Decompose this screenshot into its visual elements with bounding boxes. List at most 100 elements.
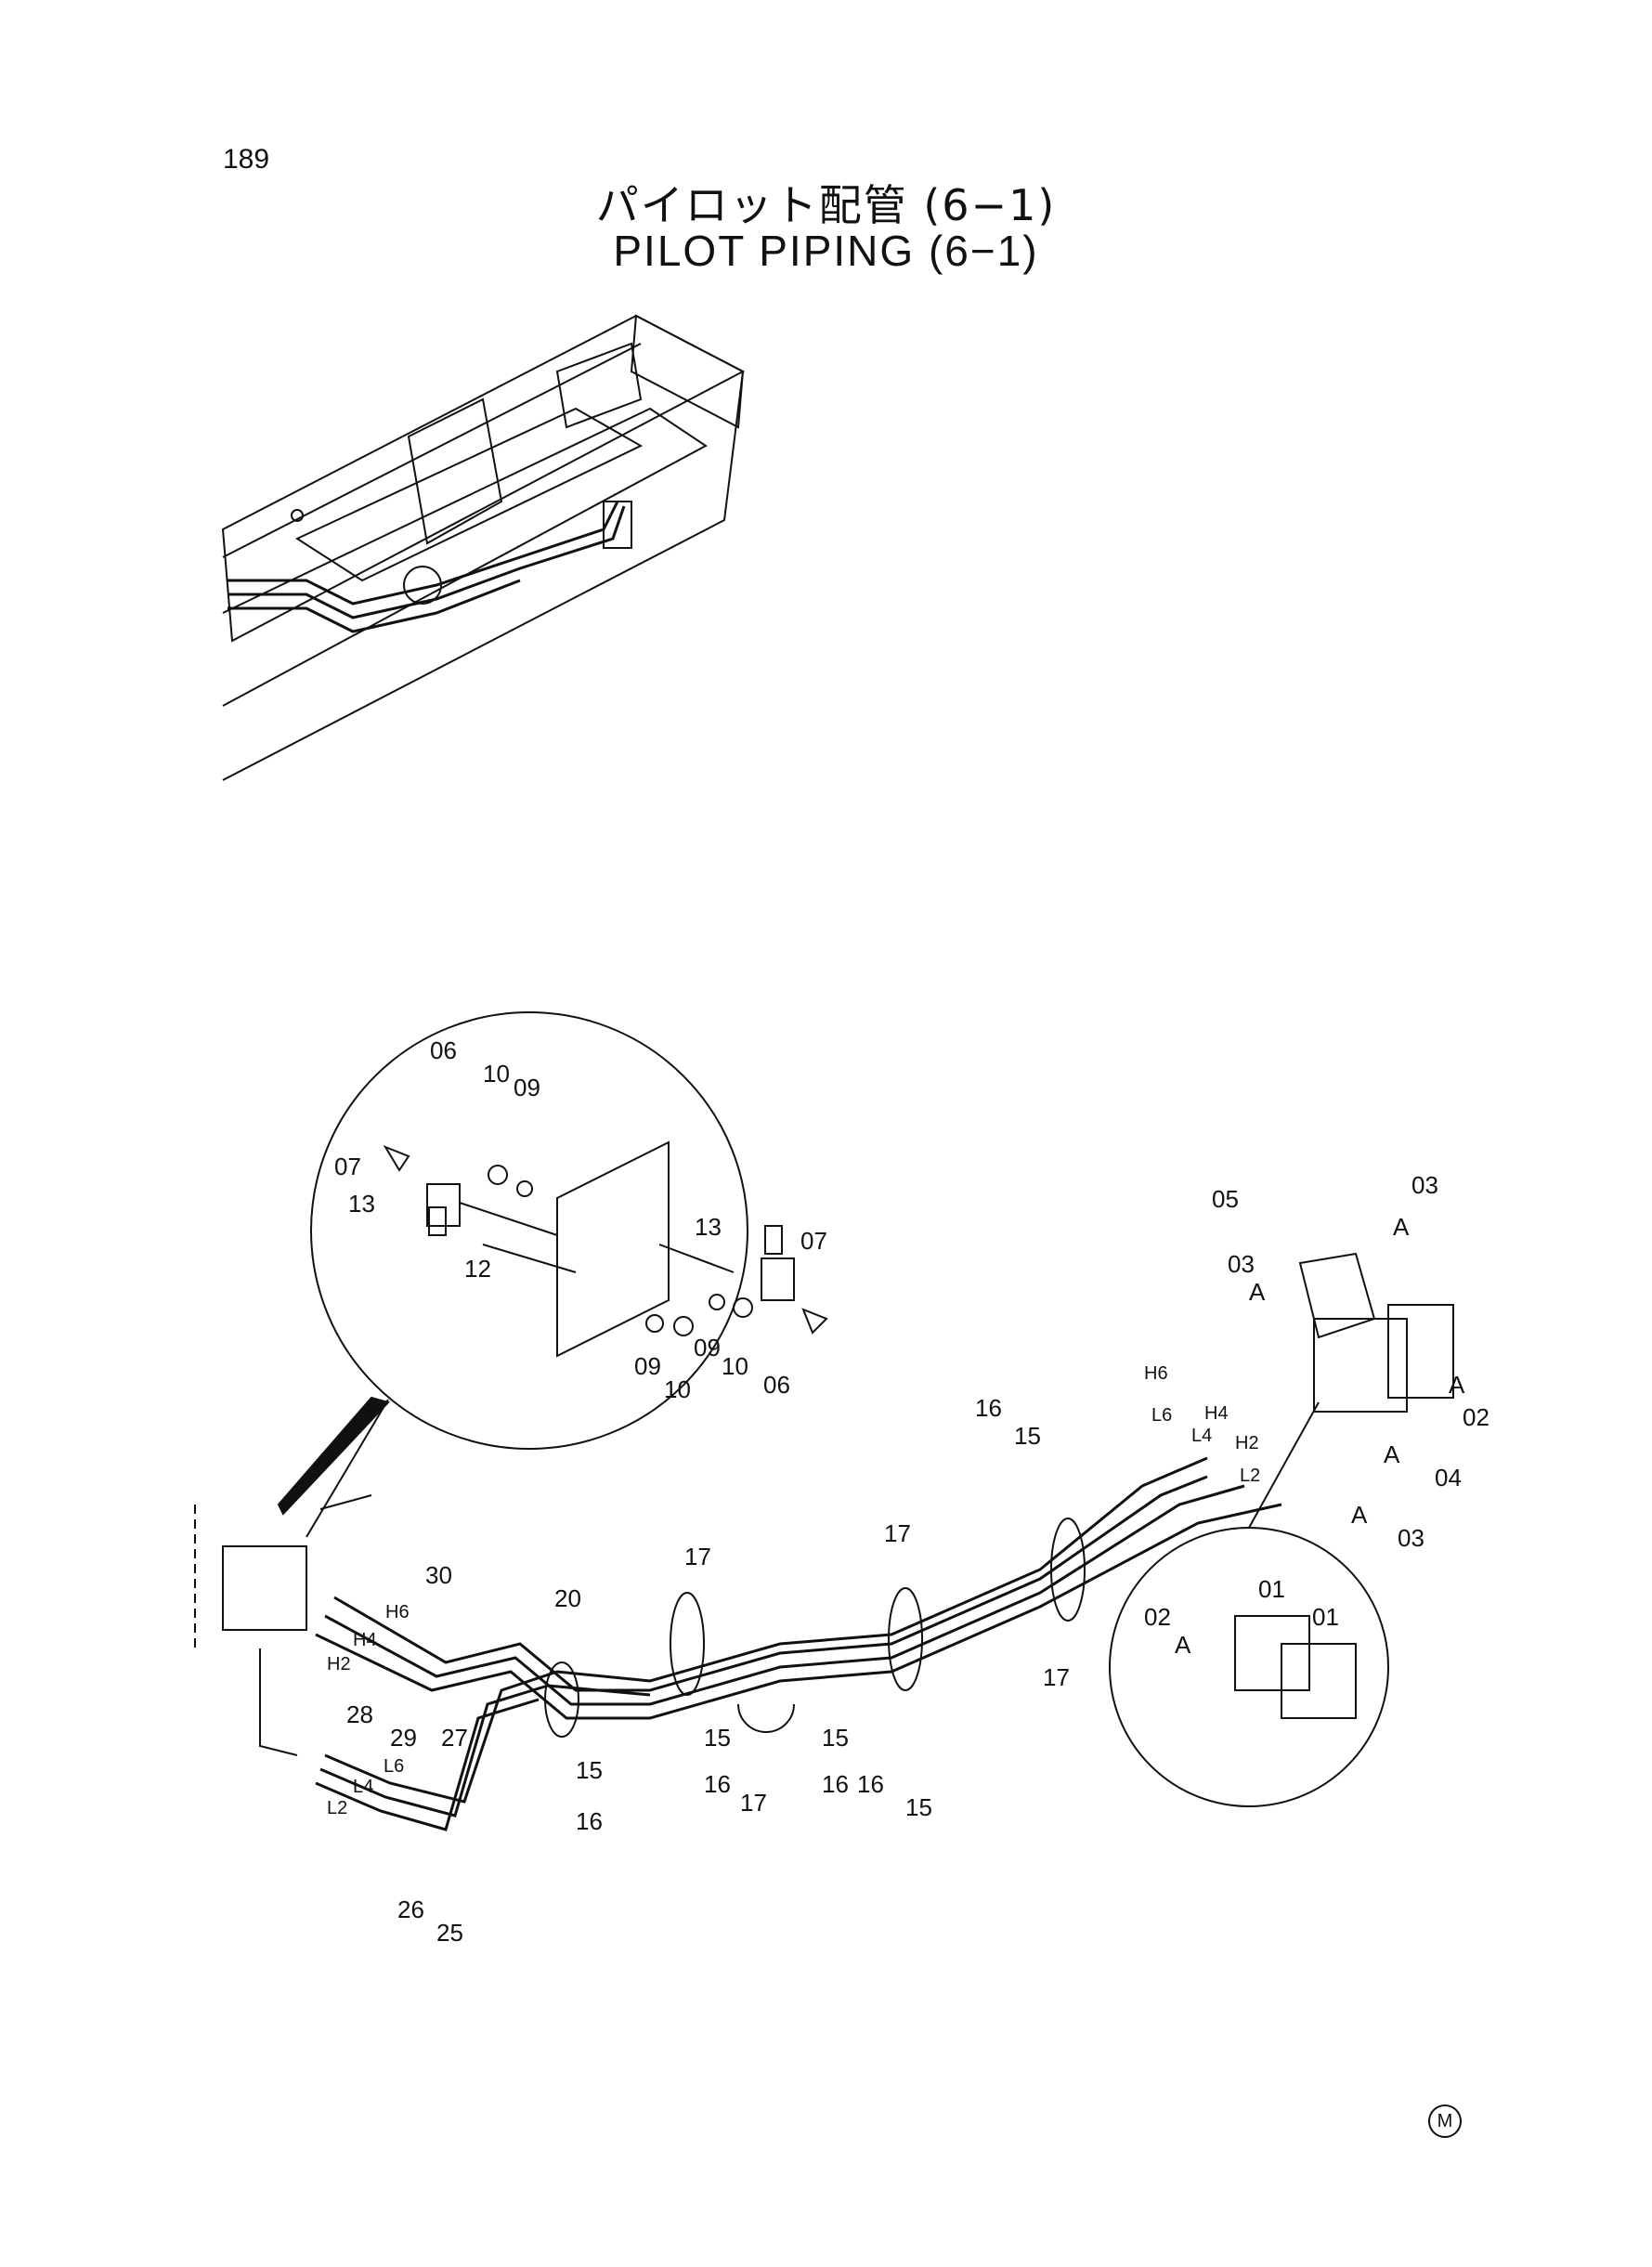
overview-drawing xyxy=(221,314,746,781)
callout-15-b: 15 xyxy=(704,1724,731,1752)
detail-left-callouts: 06 10 09 07 13 12 13 07 09 10 09 10 06 xyxy=(334,1036,827,1403)
title-japanese: パイロット配管 (6−1) xyxy=(595,180,1057,230)
detail-right-callouts: 01 01 02 A xyxy=(1144,1575,1339,1659)
hose-label-l6-left: L6 xyxy=(384,1756,404,1777)
frame-tray xyxy=(294,407,644,582)
callout-05: 05 xyxy=(1212,1185,1239,1213)
nut-10-bottom-a xyxy=(673,1316,694,1336)
hose-label-l2-right: L2 xyxy=(1240,1466,1260,1486)
callout-01-a: 01 xyxy=(1258,1575,1285,1603)
callout-01-b: 01 xyxy=(1312,1603,1339,1631)
callout-16-top: 16 xyxy=(975,1394,1002,1422)
hose-label-l2-left: L2 xyxy=(327,1798,347,1818)
detail-bolt-shafts xyxy=(459,1202,735,1273)
hose-h4 xyxy=(324,1484,1245,1706)
sensor-13-left xyxy=(428,1206,447,1236)
hose-label-h2-left: H2 xyxy=(327,1654,351,1674)
hose-label-h2-right: H2 xyxy=(1235,1433,1259,1453)
right-valve-block-b xyxy=(1387,1304,1454,1399)
callout-07-right: 07 xyxy=(800,1227,827,1255)
callout-06-bottom: 06 xyxy=(763,1371,790,1399)
detail-left-magnifier xyxy=(277,1011,828,1538)
hose-label-l4-right: L4 xyxy=(1191,1426,1212,1446)
callout-17-right: 17 xyxy=(884,1519,911,1547)
callout-29: 29 xyxy=(390,1724,417,1752)
main-callouts: 05 03 03 02 04 03 A A A A A 16 15 17 17 … xyxy=(346,1171,1489,1947)
hose-labels: H6 H4 H2 L6 L4 L2 H6 L6 H4 L4 H2 L2 xyxy=(327,1363,1260,1818)
hose-label-l6-right: L6 xyxy=(1151,1405,1172,1426)
hose-label-l4-left: L4 xyxy=(353,1777,373,1797)
frame-crossmember xyxy=(407,397,503,545)
hose-label-h6-right: H6 xyxy=(1144,1363,1168,1384)
callout-12: 12 xyxy=(464,1255,491,1283)
callout-03-bottom: 03 xyxy=(1398,1524,1424,1552)
callout-28: 28 xyxy=(346,1700,373,1728)
hose-l4 xyxy=(319,1684,651,1818)
hose-h6 xyxy=(333,1475,1208,1692)
clamp-17-top xyxy=(1050,1518,1086,1622)
frame-inner-line xyxy=(222,343,642,558)
callout-15-a: 15 xyxy=(576,1756,603,1784)
hose-label-h4-right: H4 xyxy=(1204,1403,1229,1424)
fitting-07-right xyxy=(801,1308,828,1335)
hose-l6 xyxy=(324,1456,1208,1804)
main-hose-assembly xyxy=(194,1252,1454,1831)
callout-30: 30 xyxy=(425,1561,452,1589)
callout-06-top: 06 xyxy=(430,1036,457,1064)
page-number: 189 xyxy=(223,144,270,175)
overview-hose-bundle-c xyxy=(228,579,521,633)
block-06-right xyxy=(761,1257,795,1301)
callout-10-top: 10 xyxy=(483,1060,510,1088)
callout-16-b: 16 xyxy=(704,1770,731,1798)
right-valve-block xyxy=(1313,1318,1408,1413)
callout-09-bottom-a: 09 xyxy=(634,1352,661,1380)
callout-17-mid: 17 xyxy=(684,1543,711,1570)
hose-h2 xyxy=(315,1503,1282,1720)
clamp-20 xyxy=(544,1661,579,1738)
callout-A4: A xyxy=(1384,1440,1400,1468)
detail-right-block-01b xyxy=(1281,1643,1357,1719)
callout-16-c: 16 xyxy=(822,1770,849,1798)
frame-top-outline xyxy=(221,314,746,643)
detail-right-leader xyxy=(1248,1401,1320,1529)
clamp-17-bottom xyxy=(737,1703,795,1733)
detail-left-circle xyxy=(310,1011,748,1450)
callout-15-c: 15 xyxy=(822,1724,849,1752)
block-06-left xyxy=(426,1183,461,1227)
callout-10-bottom-b: 10 xyxy=(722,1352,748,1380)
callout-03-mid: 03 xyxy=(1228,1250,1255,1278)
callout-A2: A xyxy=(1249,1278,1266,1306)
hose-label-h6-left: H6 xyxy=(385,1602,410,1622)
left-valve-block xyxy=(222,1545,307,1631)
callout-13-right: 13 xyxy=(695,1213,722,1241)
overview-hose-clamp xyxy=(403,566,442,605)
title-english: PILOT PIPING (6−1) xyxy=(613,227,1039,275)
detail-right-magnifier xyxy=(1109,1401,1389,1807)
callout-10-bottom-a: 10 xyxy=(664,1375,691,1403)
nut-10-top xyxy=(488,1165,508,1185)
frame-side-edge xyxy=(222,371,744,781)
callout-15-d: 15 xyxy=(905,1793,932,1821)
callout-09-bottom-b: 09 xyxy=(694,1334,721,1362)
callout-A3: A xyxy=(1449,1371,1465,1399)
hose-l2 xyxy=(315,1698,540,1831)
nut-10-bottom-b xyxy=(733,1297,753,1318)
overview-valve-block xyxy=(603,501,632,549)
frame-lower-edge xyxy=(222,407,708,707)
detail-right-circle xyxy=(1109,1527,1389,1807)
overview-hose-bundle-b xyxy=(228,505,626,619)
right-bracket xyxy=(1298,1252,1376,1339)
callout-26: 26 xyxy=(397,1896,424,1923)
overview-bolt-hole xyxy=(291,509,304,522)
callout-17-bottom: 17 xyxy=(1043,1663,1070,1691)
callout-27: 27 xyxy=(441,1724,468,1752)
detail-right-block-01a xyxy=(1234,1615,1310,1691)
callout-09-top: 09 xyxy=(514,1074,540,1101)
corner-mark: M xyxy=(1428,2104,1462,2138)
washer-09-bottom-a xyxy=(645,1314,664,1333)
callout-02-detail: 02 xyxy=(1144,1603,1171,1631)
callout-A-detail: A xyxy=(1175,1631,1191,1659)
callout-A5: A xyxy=(1351,1501,1368,1529)
callout-16-d: 16 xyxy=(857,1770,884,1798)
